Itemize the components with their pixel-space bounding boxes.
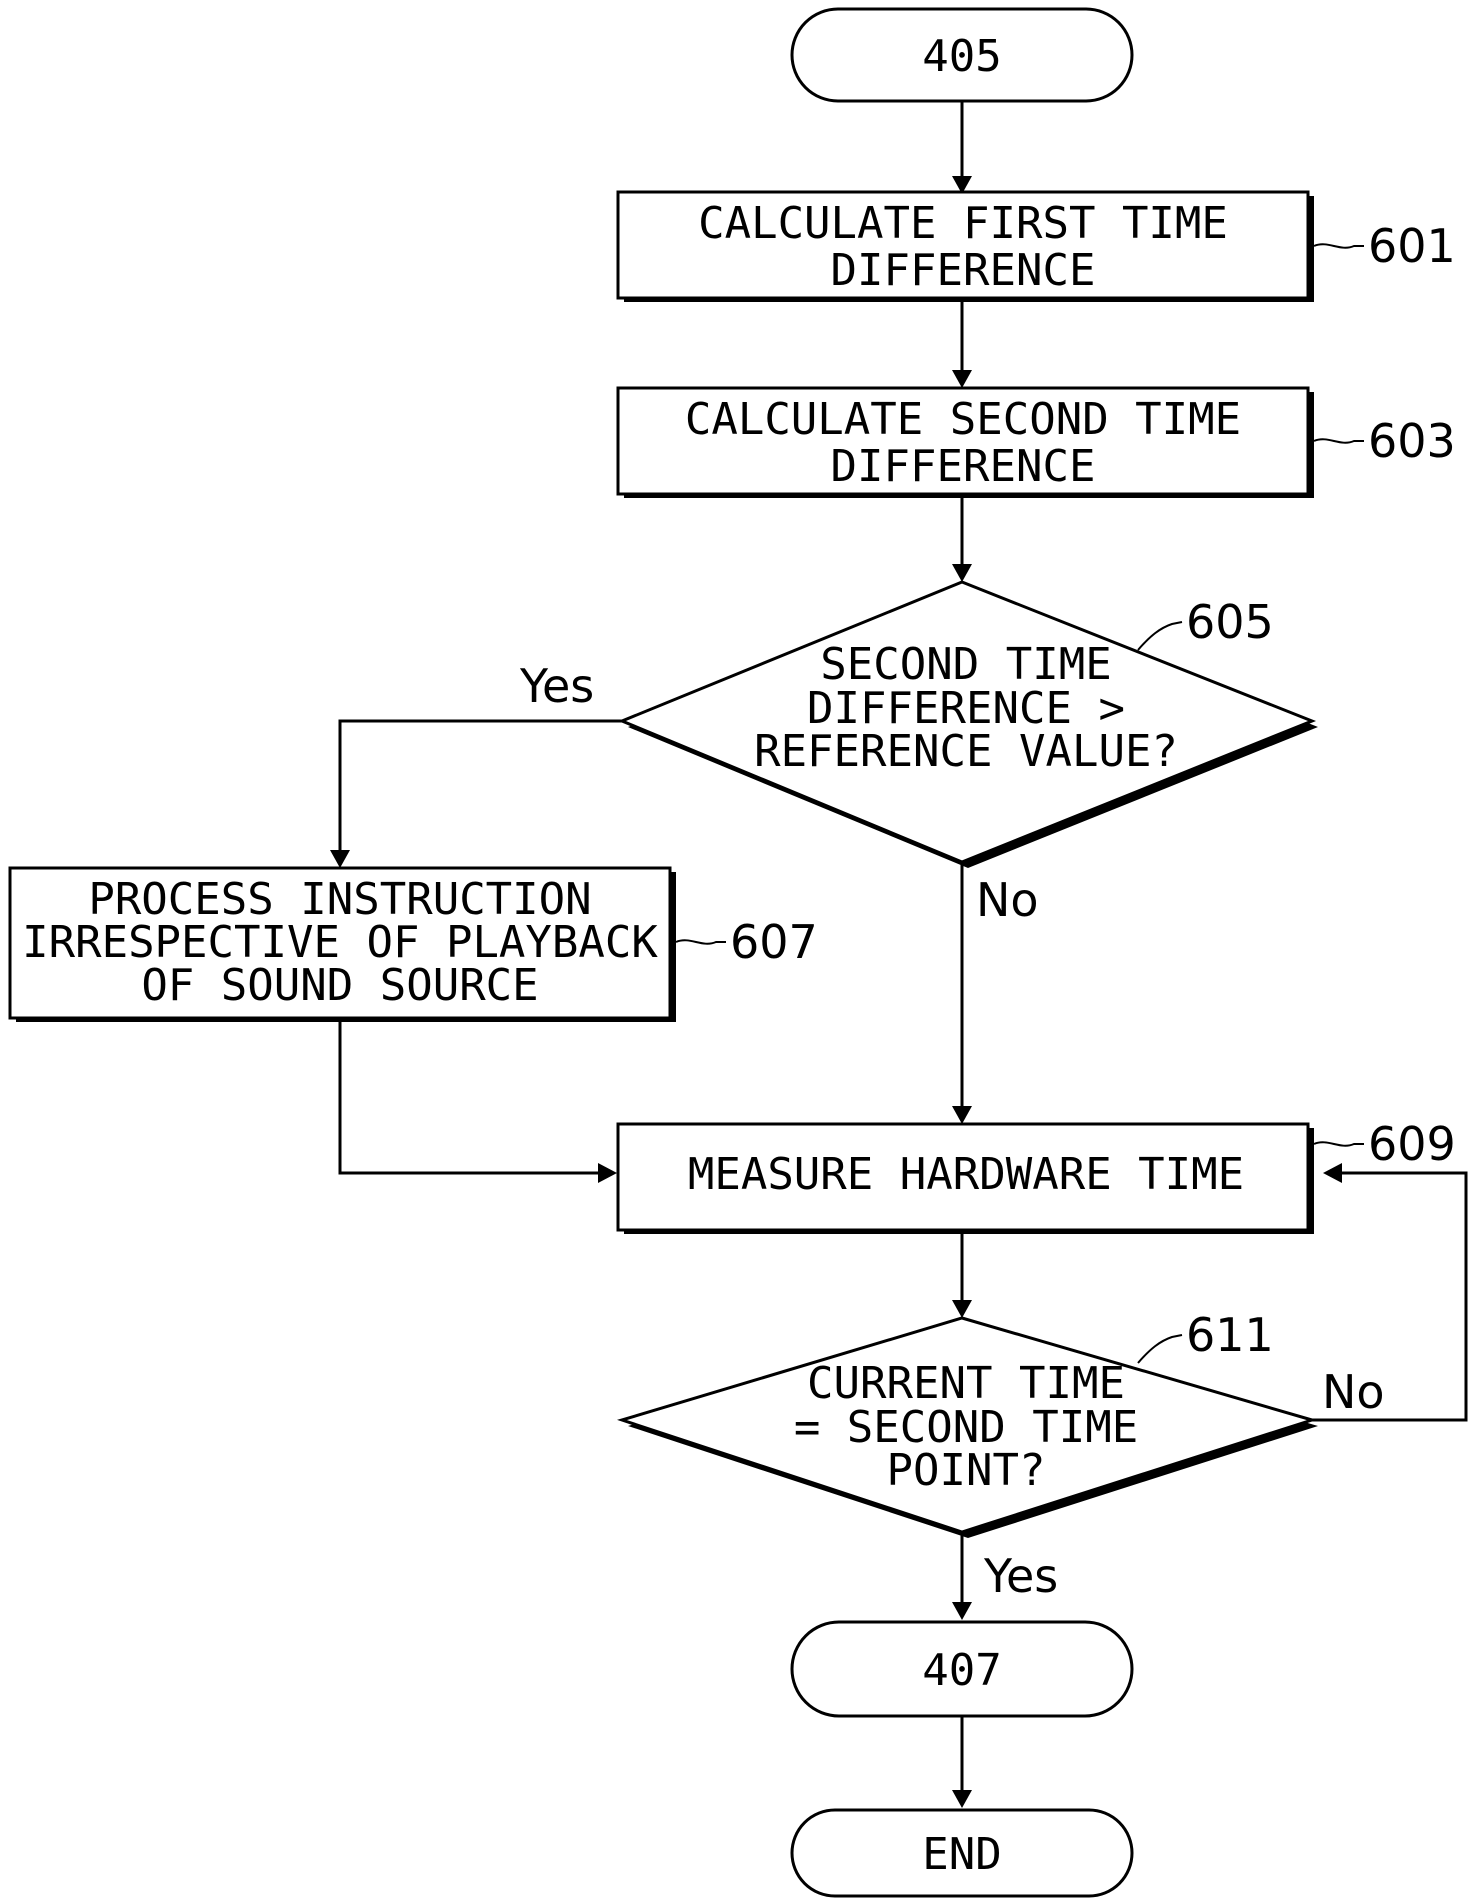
process-609-line-1: MEASURE HARDWARE TIME [688,1149,1244,1200]
arrowhead [952,1300,972,1318]
arrowhead [952,564,972,582]
ref-leader-603 [1314,439,1364,442]
ref-leader-611 [1138,1335,1182,1363]
terminal-end: END [792,1810,1132,1896]
ref-607: 607 [730,915,818,969]
ref-611: 611 [1186,1308,1274,1362]
ref-leader-609 [1314,1142,1364,1145]
arrowhead [1323,1163,1342,1183]
terminal-407-label: 407 [922,1645,1001,1696]
edge-label-time-no: No [1322,1365,1385,1419]
arrowhead [952,1790,972,1808]
process-603-line-2: DIFFERENCE [831,441,1096,492]
edge-label-time-yes: Yes [983,1549,1058,1603]
edge-label-reference-no: No [976,873,1039,927]
edge-605-yes-to-607 [340,721,622,856]
decision-605-line-3: REFERENCE VALUE? [754,726,1178,777]
terminal-start: 405 [792,9,1132,101]
terminal-start-label: 405 [922,31,1001,82]
process-601-line-2: DIFFERENCE [831,245,1096,296]
ref-leader-605 [1138,622,1182,650]
edge-607-to-609 [340,1020,604,1173]
decision-605: SECOND TIME DIFFERENCE > REFERENCE VALUE… [622,582,1318,868]
decision-611-line-3: POINT? [887,1445,1046,1496]
terminal-end-label: END [922,1829,1001,1880]
arrowhead [952,1602,972,1620]
ref-leader-607 [676,940,726,943]
process-607: PROCESS INSTRUCTION IRRESPECTIVE OF PLAY… [10,868,818,1022]
ref-601: 601 [1368,219,1456,273]
ref-leader-601 [1314,244,1364,247]
process-601-line-1: CALCULATE FIRST TIME [698,198,1228,249]
arrowhead [952,370,972,388]
terminal-407: 407 [792,1622,1132,1716]
process-603-line-1: CALCULATE SECOND TIME [685,394,1241,445]
arrowhead [330,850,350,868]
arrowhead [598,1163,617,1183]
process-601: CALCULATE FIRST TIME DIFFERENCE 601 [618,192,1456,302]
ref-609: 609 [1368,1117,1456,1171]
edge-label-reference-yes: Yes [519,659,594,713]
decision-611: CURRENT TIME = SECOND TIME POINT? 611 [622,1308,1318,1538]
ref-603: 603 [1368,414,1456,468]
arrowhead [952,1106,972,1124]
ref-605: 605 [1186,595,1274,649]
process-603: CALCULATE SECOND TIME DIFFERENCE 603 [618,388,1456,498]
process-607-line-3: OF SOUND SOURCE [141,960,538,1011]
